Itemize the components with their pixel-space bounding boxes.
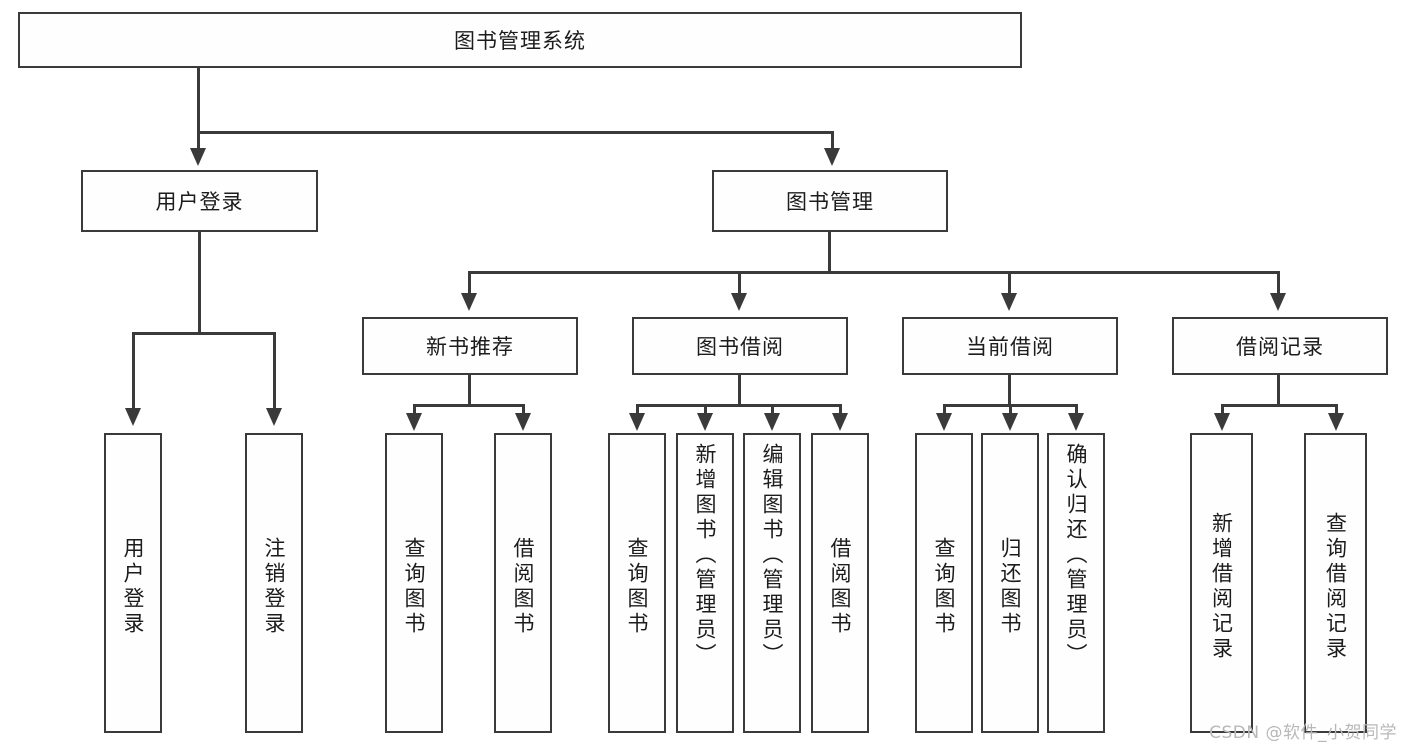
arrow-bm-to-borrow-record bbox=[1270, 293, 1286, 311]
arrow-cb-leaf-2 bbox=[1002, 413, 1018, 431]
node-new-book-recommend[interactable]: 新书推荐 bbox=[362, 317, 578, 375]
connector-bm-drop-1 bbox=[468, 271, 471, 296]
leaf-query-book-3-label: 查询图书 bbox=[932, 537, 957, 637]
connector-cb-drop-1 bbox=[943, 404, 946, 416]
node-book-borrow[interactable]: 图书借阅 bbox=[632, 317, 848, 375]
leaf-query-book-1[interactable]: 查询图书 bbox=[385, 433, 443, 733]
connector-book-management-stem bbox=[828, 232, 831, 274]
node-current-borrow-label: 当前借阅 bbox=[966, 335, 1054, 359]
node-borrow-record[interactable]: 借阅记录 bbox=[1172, 317, 1388, 375]
node-current-borrow[interactable]: 当前借阅 bbox=[902, 317, 1118, 375]
connector-nbr-drop-2 bbox=[522, 404, 525, 416]
connector-user-login-bus bbox=[132, 332, 276, 335]
leaf-borrow-book-1[interactable]: 借阅图书 bbox=[494, 433, 552, 733]
connector-user-login-drop-2 bbox=[273, 332, 276, 411]
connector-bb-stem bbox=[738, 375, 741, 407]
node-new-book-recommend-label: 新书推荐 bbox=[426, 335, 514, 359]
connector-br-stem bbox=[1277, 375, 1280, 407]
arrow-root-to-user-login bbox=[190, 148, 206, 166]
node-root-label: 图书管理系统 bbox=[454, 29, 586, 53]
connector-user-login-drop-1 bbox=[132, 332, 135, 411]
connector-cb-drop-3 bbox=[1075, 404, 1078, 416]
node-user-login[interactable]: 用户登录 bbox=[81, 170, 318, 232]
node-book-management[interactable]: 图书管理 bbox=[712, 170, 948, 232]
connector-user-login-stem bbox=[198, 232, 201, 335]
leaf-query-book-2-label: 查询图书 bbox=[625, 537, 650, 637]
arrow-cb-leaf-3 bbox=[1068, 413, 1084, 431]
arrow-user-login-leaf-2 bbox=[266, 408, 282, 426]
arrow-bb-leaf-3 bbox=[764, 413, 780, 431]
connector-cb-stem bbox=[1008, 375, 1011, 407]
arrow-bb-leaf-4 bbox=[832, 413, 848, 431]
arrow-bb-leaf-2 bbox=[697, 413, 713, 431]
leaf-add-record[interactable]: 新增借阅记录 bbox=[1190, 433, 1253, 733]
leaf-borrow-book-2[interactable]: 借阅图书 bbox=[811, 433, 869, 733]
node-book-borrow-label: 图书借阅 bbox=[696, 335, 784, 359]
leaf-edit-book-label: 编辑图书（管理员） bbox=[760, 443, 785, 668]
connector-root-bus bbox=[197, 131, 834, 134]
connector-bb-drop-2 bbox=[704, 404, 707, 416]
arrow-bm-to-new-book-recommend bbox=[461, 293, 477, 311]
connector-nbr-stem bbox=[468, 375, 471, 407]
connector-bb-bus bbox=[636, 404, 842, 407]
leaf-query-book-2[interactable]: 查询图书 bbox=[608, 433, 666, 733]
leaf-logout[interactable]: 注销登录 bbox=[245, 433, 303, 733]
arrow-bm-to-book-borrow bbox=[731, 293, 747, 311]
arrow-nbr-leaf-2 bbox=[515, 413, 531, 431]
leaf-edit-book[interactable]: 编辑图书（管理员） bbox=[743, 433, 801, 733]
connector-bb-drop-3 bbox=[771, 404, 774, 416]
arrow-bb-leaf-1 bbox=[629, 413, 645, 431]
leaf-borrow-book-2-label: 借阅图书 bbox=[828, 537, 853, 637]
leaf-borrow-book-1-label: 借阅图书 bbox=[511, 537, 536, 637]
arrow-root-to-book-management bbox=[824, 148, 840, 166]
connector-br-drop-1 bbox=[1221, 404, 1224, 416]
leaf-add-book[interactable]: 新增图书（管理员） bbox=[676, 433, 734, 733]
leaf-logout-label: 注销登录 bbox=[262, 537, 287, 637]
leaf-query-book-3[interactable]: 查询图书 bbox=[915, 433, 973, 733]
connector-root-to-user-login bbox=[197, 131, 200, 151]
connector-root-stem bbox=[197, 68, 200, 134]
leaf-confirm-return[interactable]: 确认归还（管理员） bbox=[1047, 433, 1105, 733]
arrow-br-leaf-1 bbox=[1214, 413, 1230, 431]
leaf-add-record-label: 新增借阅记录 bbox=[1209, 512, 1234, 662]
connector-book-management-bus bbox=[468, 271, 1280, 274]
node-book-management-label: 图书管理 bbox=[786, 190, 874, 214]
arrow-user-login-leaf-1 bbox=[125, 408, 141, 426]
connector-nbr-drop-1 bbox=[413, 404, 416, 416]
leaf-query-record-label: 查询借阅记录 bbox=[1323, 512, 1348, 662]
leaf-query-record[interactable]: 查询借阅记录 bbox=[1304, 433, 1367, 733]
leaf-user-login[interactable]: 用户登录 bbox=[104, 433, 162, 733]
arrow-cb-leaf-1 bbox=[936, 413, 952, 431]
leaf-user-login-label: 用户登录 bbox=[121, 537, 146, 637]
arrow-br-leaf-2 bbox=[1328, 413, 1344, 431]
connector-br-bus bbox=[1221, 404, 1338, 407]
leaf-confirm-return-label: 确认归还（管理员） bbox=[1064, 443, 1089, 668]
leaf-return-book[interactable]: 归还图书 bbox=[981, 433, 1039, 733]
leaf-query-book-1-label: 查询图书 bbox=[402, 537, 427, 637]
leaf-return-book-label: 归还图书 bbox=[998, 537, 1023, 637]
arrow-bm-to-current-borrow bbox=[1001, 293, 1017, 311]
connector-bb-drop-4 bbox=[839, 404, 842, 416]
connector-bm-drop-4 bbox=[1277, 271, 1280, 296]
arrow-nbr-leaf-1 bbox=[406, 413, 422, 431]
connector-bb-drop-1 bbox=[636, 404, 639, 416]
connector-bm-drop-3 bbox=[1008, 271, 1011, 296]
connector-nbr-bus bbox=[413, 404, 525, 407]
connector-root-to-book-management bbox=[831, 131, 834, 151]
connector-bm-drop-2 bbox=[738, 271, 741, 296]
node-root[interactable]: 图书管理系统 bbox=[18, 12, 1022, 68]
node-user-login-label: 用户登录 bbox=[155, 190, 244, 214]
connector-br-drop-2 bbox=[1335, 404, 1338, 416]
leaf-add-book-label: 新增图书（管理员） bbox=[693, 443, 718, 668]
connector-cb-drop-2 bbox=[1009, 404, 1012, 416]
csdn-watermark: CSDN @软件_小贺同学 bbox=[1209, 723, 1397, 743]
node-borrow-record-label: 借阅记录 bbox=[1236, 335, 1324, 359]
